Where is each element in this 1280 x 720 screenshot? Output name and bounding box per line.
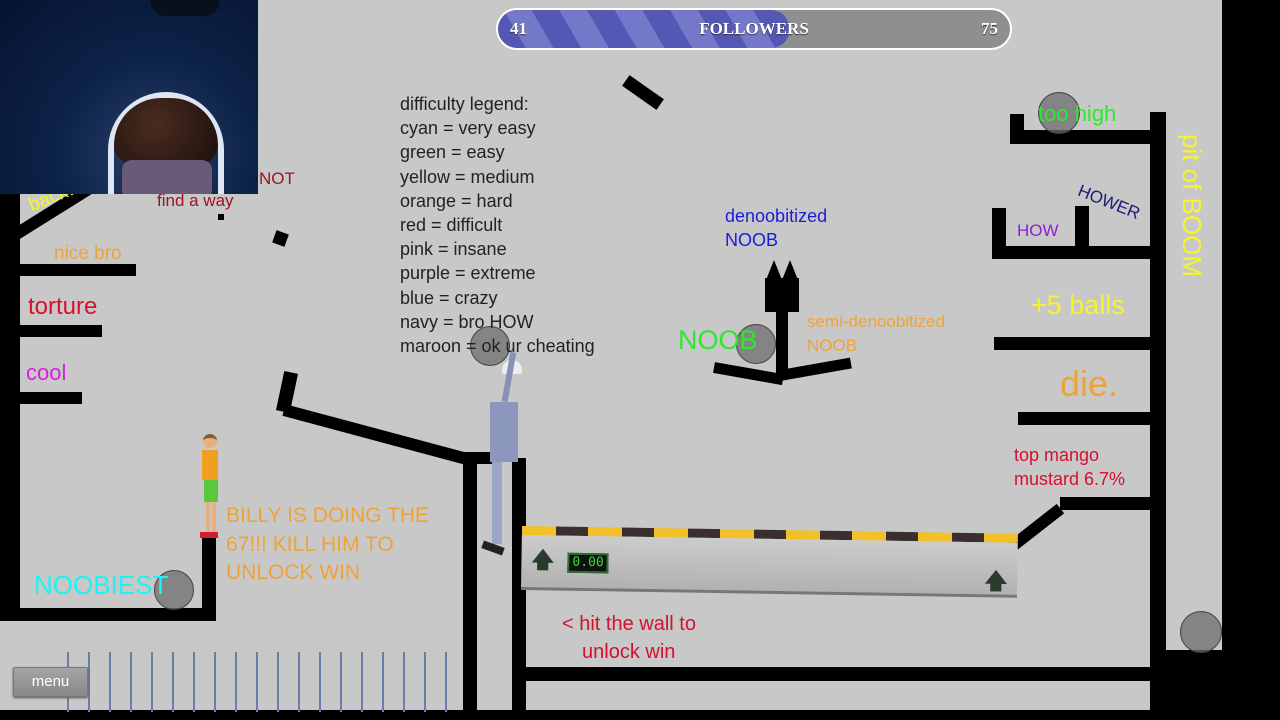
label-denoobitized: denoobitized NOOB <box>725 204 827 252</box>
noob-stem <box>776 310 788 378</box>
too-high-floor <box>1010 130 1160 144</box>
small-block-2 <box>272 230 289 247</box>
left-wall <box>0 190 20 610</box>
legend-item: navy = bro HOW <box>400 311 534 332</box>
ball[interactable] <box>470 326 510 366</box>
ball-pocket <box>1160 650 1222 712</box>
bottom-left-floor <box>0 608 216 621</box>
followers-progress-bar: 41 FOLLOWERS 75 <box>496 8 1012 50</box>
followers-goal: 75 <box>981 19 998 38</box>
label-denoobitized-line: denoobitized <box>725 206 828 226</box>
difficulty-legend: difficulty legend: cyan = very easy gree… <box>400 92 595 358</box>
label-semi-denoobitized: semi-denoobitized NOOB <box>807 310 945 358</box>
ball[interactable] <box>1038 92 1080 134</box>
label-pit-of-boom: pit of BOOM <box>1177 134 1207 278</box>
balls-ledge <box>994 337 1158 350</box>
noob-base-right <box>779 357 852 381</box>
mango-ledge <box>1060 497 1160 510</box>
label-torture: torture <box>28 293 98 320</box>
menu-button[interactable]: menu <box>13 667 88 697</box>
legend-item: yellow = medium <box>400 166 535 187</box>
followers-current: 41 <box>510 19 527 38</box>
streamer-face <box>122 160 212 194</box>
label-semi-line: NOOB <box>807 336 858 355</box>
label-hit-wall-line: unlock win <box>582 641 676 663</box>
ramp-timer: 0.00 <box>567 552 609 574</box>
noob-tower <box>765 278 799 312</box>
finish-ramp: 🡅 0.00 🡅 <box>520 526 1018 598</box>
label-top-mango-line: top mango <box>1014 445 1100 465</box>
label-die: die. <box>1060 363 1119 404</box>
label-billy-line: BILLY IS DOING THE <box>226 504 430 527</box>
webcam-overlay <box>0 0 258 194</box>
legend-item: green = easy <box>400 142 505 163</box>
top-slab <box>622 75 664 110</box>
legend-item: pink = insane <box>400 239 507 260</box>
ball[interactable] <box>154 570 194 610</box>
followers-progress-fill <box>498 10 790 48</box>
streamer-hair <box>114 98 218 164</box>
label-hit-wall-line: < hit the wall to <box>562 613 696 635</box>
label-how: HOW <box>1017 221 1059 240</box>
billy-pillar <box>202 538 216 620</box>
followers-label: FOLLOWERS <box>699 19 809 38</box>
legend-item: orange = hard <box>400 190 513 211</box>
how-left-post <box>992 208 1006 258</box>
label-hit-wall: < hit the wall to unlock win <box>562 610 696 666</box>
arrow-up-icon: 🡅 <box>531 547 555 573</box>
arrow-up-icon: 🡅 <box>984 568 1008 594</box>
label-noobiest: NOOBIEST <box>34 570 169 600</box>
label-nice-bro: nice bro <box>54 243 122 264</box>
label-find-a-way: find a way <box>157 191 234 210</box>
noob-spire-right <box>782 260 798 280</box>
player-businessman[interactable] <box>481 351 528 562</box>
ceiling-fan-icon <box>150 0 220 16</box>
label-billy-line: UNLOCK WIN <box>226 561 361 584</box>
label-semi-line: semi-denoobitized <box>807 312 945 331</box>
label-top-mango: top mango mustard 6.7% <box>1014 443 1125 491</box>
streamer-headphones <box>108 92 224 194</box>
label-plus-5-balls: +5 balls <box>1031 290 1125 320</box>
ledge-torture <box>18 325 102 337</box>
how-right-post <box>1075 206 1089 256</box>
spike-pit <box>48 652 460 712</box>
noob-spire-left <box>766 260 782 280</box>
legend-title: difficulty legend: <box>400 94 529 114</box>
legend-item: red = difficult <box>400 215 503 236</box>
die-ledge <box>1018 412 1158 425</box>
bottom-floor <box>520 667 1160 681</box>
noob-base-left <box>713 362 784 386</box>
ball[interactable] <box>736 324 776 364</box>
legend-item: purple = extreme <box>400 263 536 284</box>
legend-item: maroon = ok ur cheating <box>400 336 595 357</box>
label-top-mango-line: mustard 6.7% <box>1014 469 1126 489</box>
center-pillar-left <box>463 452 477 712</box>
game-stage[interactable]: 🡅 0.00 🡅 backwa NOT find a way nice bro … <box>0 0 1222 712</box>
label-denoobitized-line: NOOB <box>725 230 779 250</box>
label-billy: BILLY IS DOING THE 67!!! KILL HIM TO UNL… <box>226 502 429 588</box>
ledge-nice-bro <box>18 264 136 276</box>
ball[interactable] <box>1180 611 1222 653</box>
stage-bottom <box>0 710 1222 712</box>
slope-to-center <box>282 404 475 467</box>
label-not: NOT <box>259 169 295 188</box>
ramp-body: 🡅 0.00 🡅 <box>520 534 1018 598</box>
label-cool: cool <box>26 360 67 385</box>
right-main-wall <box>1150 112 1166 712</box>
small-block-1 <box>218 214 224 220</box>
label-too-high: too high <box>1038 101 1117 126</box>
center-cap <box>463 452 495 464</box>
billy-npc[interactable] <box>194 434 224 538</box>
ledge-cool <box>18 392 82 404</box>
label-billy-line: 67!!! KILL HIM TO <box>226 532 394 556</box>
legend-item: blue = crazy <box>400 287 498 308</box>
label-noob: NOOB <box>678 325 758 355</box>
center-pillar-right <box>512 458 526 712</box>
legend-item: cyan = very easy <box>400 118 536 139</box>
too-high-lip <box>1010 114 1024 144</box>
